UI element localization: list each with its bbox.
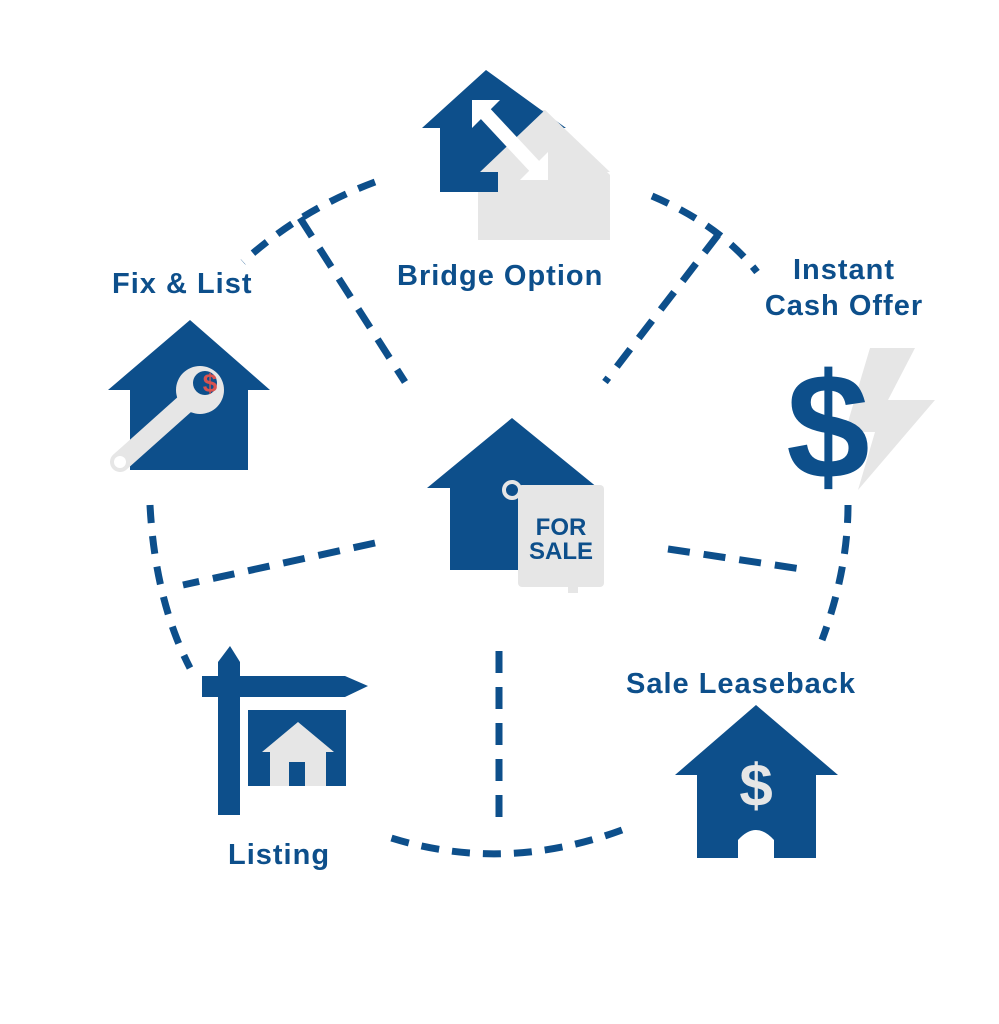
fix-and-list-label: Fix & List [112, 268, 253, 300]
instant-cash-offer-label: Instant Cash Offer [758, 252, 930, 324]
sale-leaseback-label: Sale Leaseback [626, 668, 857, 700]
ring-segment-bridge-cash [650, 192, 760, 275]
listing-sign-icon [202, 646, 368, 815]
house-wrench-icon: $ [108, 320, 270, 472]
dollar-lightning-icon: $ [786, 342, 935, 510]
bridge-houses-icon [422, 70, 610, 240]
spokes [182, 216, 809, 825]
svg-text:$: $ [203, 368, 218, 398]
instant-cash-offer-label-line2: Cash Offer [764, 290, 924, 322]
ring-segment-bridge-fix [240, 178, 377, 265]
spoke-bridge-right [602, 232, 721, 385]
house-dollar-icon: $ [675, 705, 838, 858]
for-sale-line2: SALE [529, 538, 593, 565]
ring-segment-leaseback-listing [380, 826, 624, 858]
instant-cash-offer-label-line1: Instant [792, 254, 896, 286]
for-sale-line1: FOR [536, 514, 587, 541]
spoke-fix [182, 539, 376, 589]
svg-text:$: $ [786, 342, 869, 510]
ring-segment-cash-leaseback [818, 504, 852, 642]
bridge-option-label: Bridge Option [397, 260, 604, 292]
listing-label: Listing [228, 839, 331, 871]
spoke-bridge-left [297, 216, 408, 384]
outer-ring [146, 178, 852, 858]
for-sale-house-icon: FOR SALE [427, 418, 604, 593]
svg-text:$: $ [739, 752, 772, 819]
spoke-cash [667, 545, 809, 574]
